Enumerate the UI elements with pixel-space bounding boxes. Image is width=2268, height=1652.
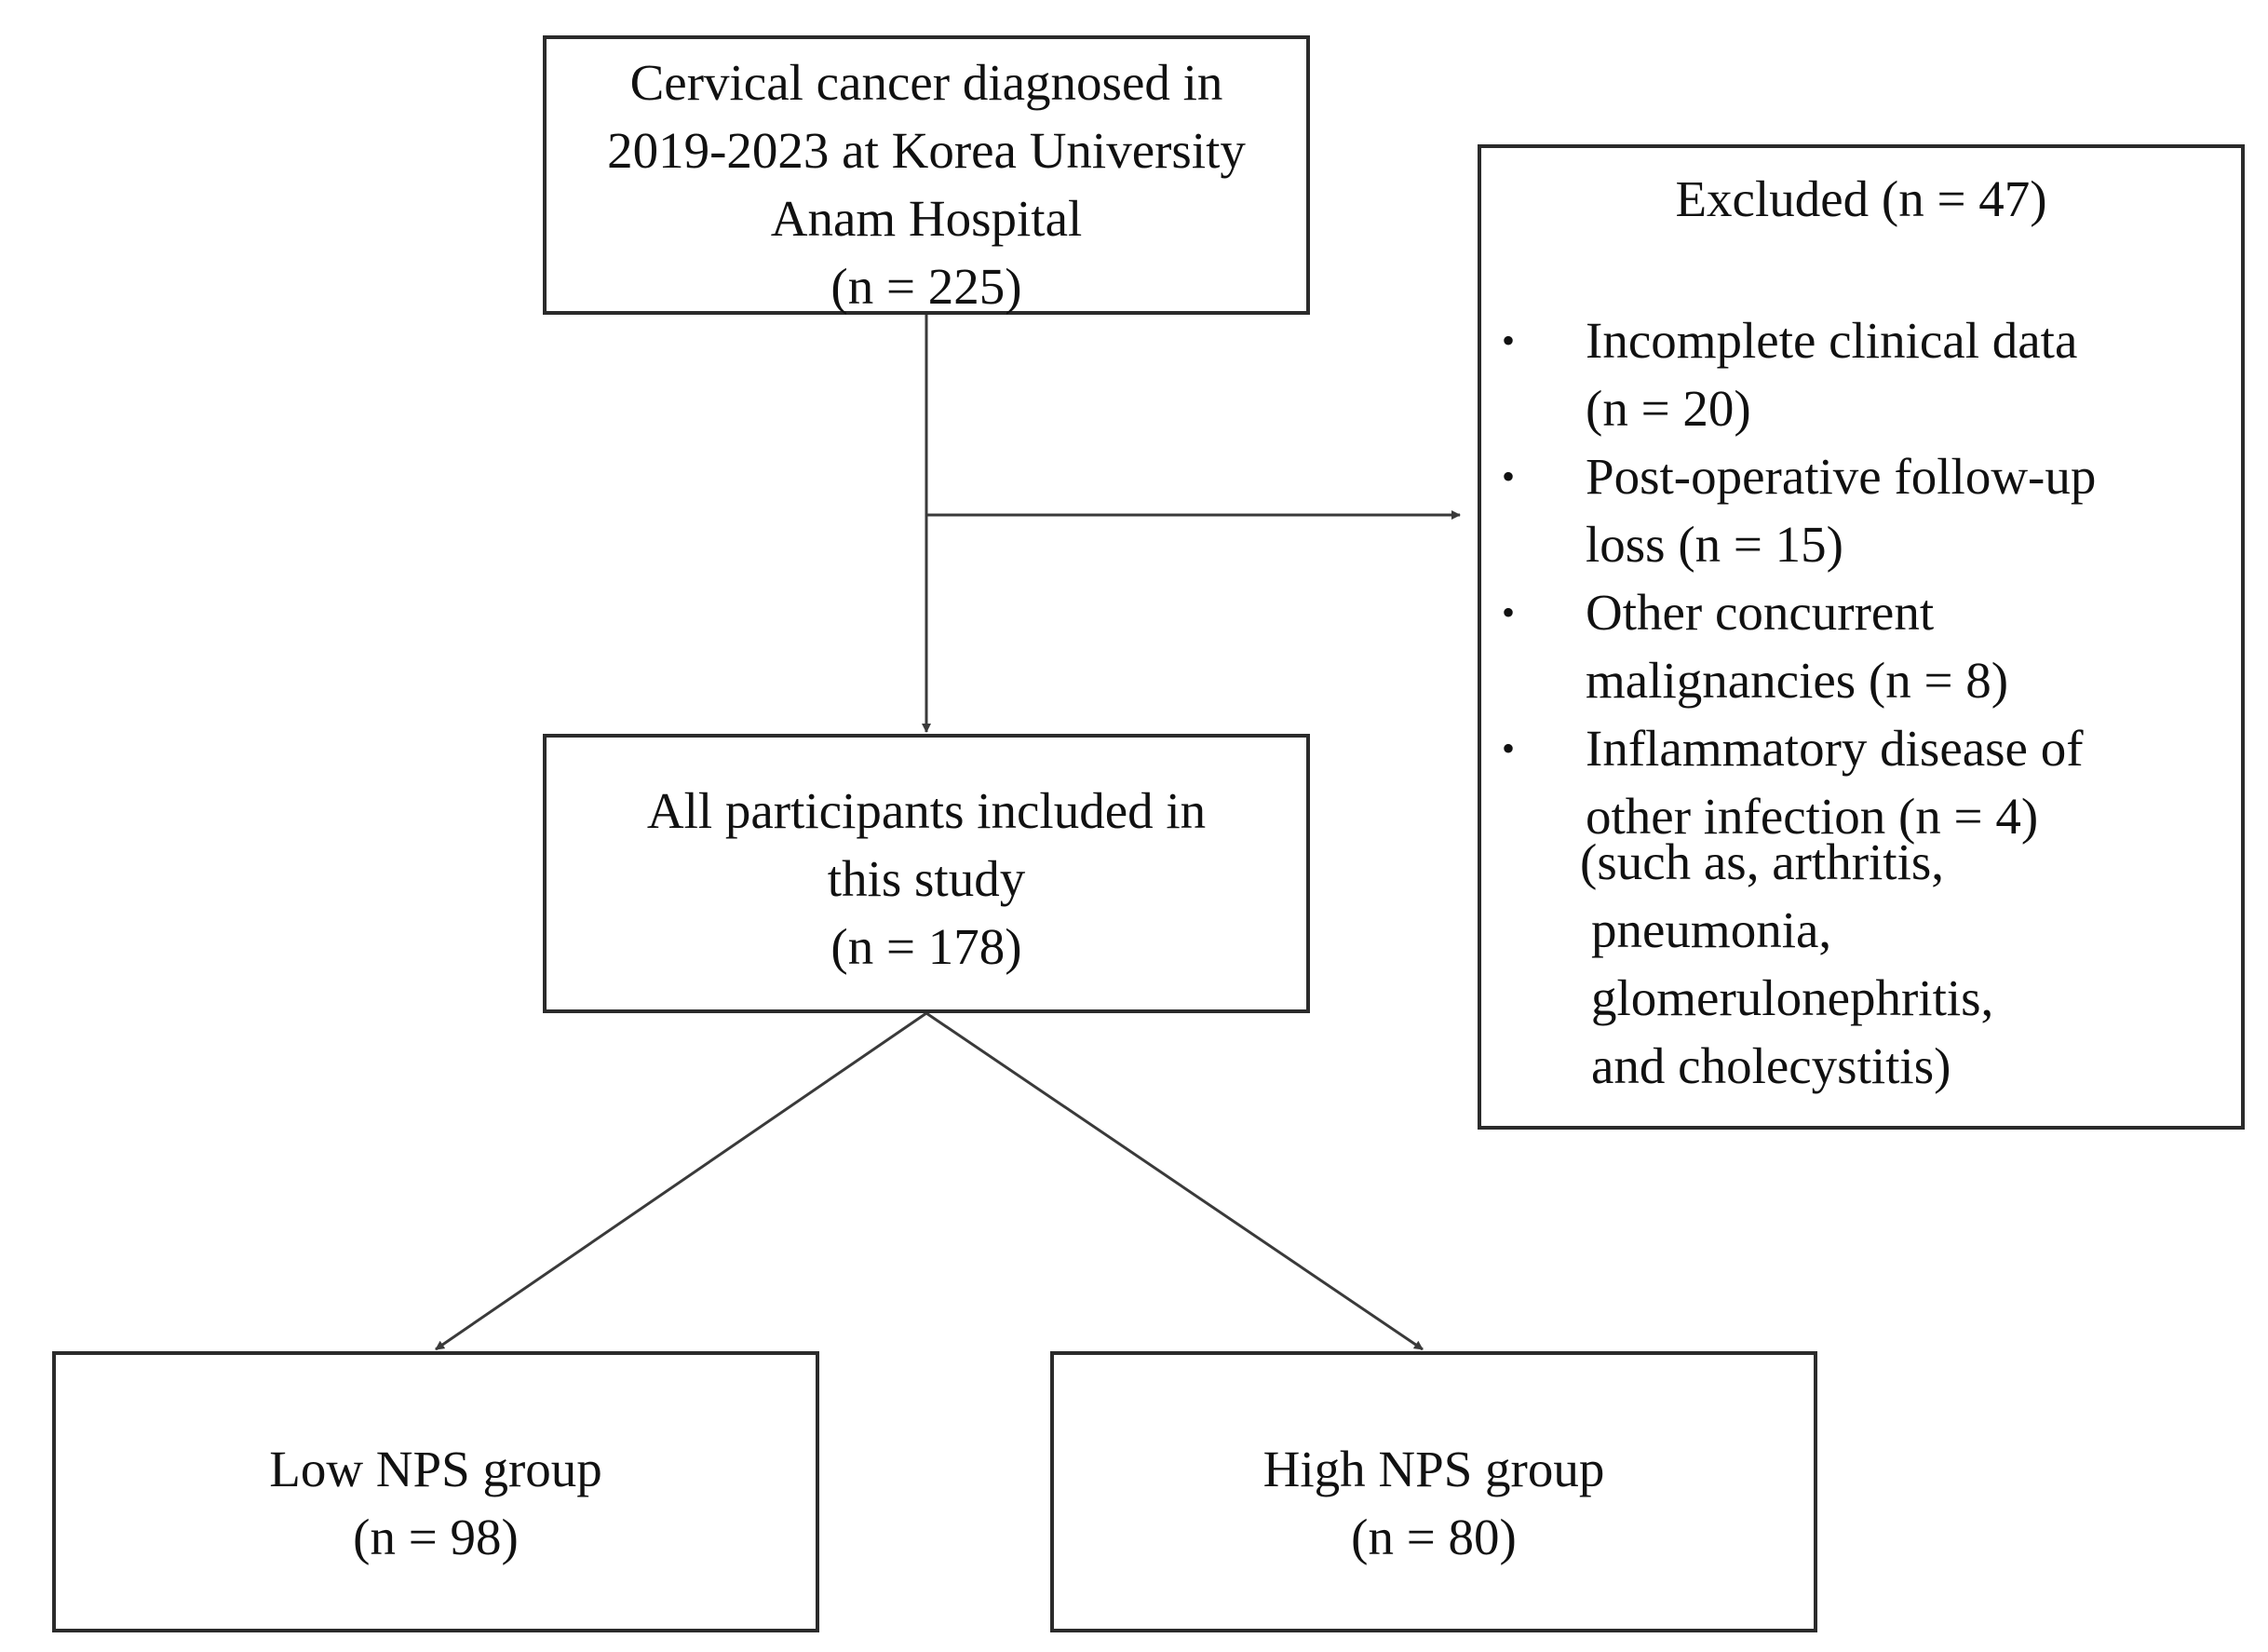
excluded-item-count: loss (n = 15)	[1586, 516, 1843, 573]
excluded-item-text: Inflammatory disease of	[1586, 720, 2084, 777]
note-line: glomerulonephritis,	[1591, 969, 1994, 1026]
excluded-item: • Other concurrent malignancies (n = 8)	[1481, 578, 2241, 714]
source-line: 2019-2023 at Korea University	[607, 122, 1246, 179]
high-group-count: (n = 80)	[1351, 1509, 1517, 1565]
excluded-item-count: (n = 20)	[1586, 380, 1751, 437]
bullet-icon: •	[1502, 319, 1516, 361]
excluded-item: • Inflammatory disease of other infectio…	[1481, 714, 2241, 850]
note-line: pneumonia,	[1591, 901, 1832, 958]
high-nps-group-box: High NPS group (n = 80)	[1050, 1351, 1817, 1632]
included-count: (n = 178)	[830, 918, 1022, 975]
arrow-to-high-group	[925, 1011, 1424, 1351]
excluded-list: • Incomplete clinical data (n = 20) • Po…	[1481, 306, 2241, 850]
source-line: Anam Hospital	[770, 190, 1083, 247]
low-group-count: (n = 98)	[353, 1509, 519, 1565]
arrow-to-low-group	[435, 1011, 927, 1351]
bullet-icon: •	[1502, 727, 1516, 769]
excluded-item-text: Incomplete clinical data	[1586, 312, 2078, 369]
excluded-item-count: other infection (n = 4)	[1586, 788, 2039, 845]
source-line: Cervical cancer diagnosed in	[629, 54, 1223, 111]
excluded-item-text: Post-operative follow-up	[1586, 448, 2097, 505]
high-group-label: High NPS group	[1262, 1441, 1605, 1497]
low-nps-group-box: Low NPS group (n = 98)	[52, 1351, 819, 1632]
excluded-item: • Incomplete clinical data (n = 20)	[1481, 306, 2241, 442]
low-group-label: Low NPS group	[269, 1441, 602, 1497]
source-count: (n = 225)	[830, 258, 1022, 315]
excluded-box: Excluded (n = 47) • Incomplete clinical …	[1478, 144, 2245, 1130]
note-line: and cholecystitis)	[1591, 1037, 1951, 1094]
excluded-item-count: malignancies (n = 8)	[1586, 652, 2009, 709]
note-line: (such as, arthritis,	[1580, 833, 1945, 890]
excluded-item-text: Other concurrent	[1586, 584, 1935, 641]
included-line: All participants included in	[646, 782, 1207, 839]
bullet-icon: •	[1502, 455, 1516, 497]
excluded-item: • Post-operative follow-up loss (n = 15)	[1481, 442, 2241, 578]
excluded-title: Excluded (n = 47)	[1675, 170, 2047, 227]
included-participants-box: All participants included in this study …	[543, 734, 1310, 1013]
included-line: this study	[827, 850, 1026, 907]
source-population-box: Cervical cancer diagnosed in 2019-2023 a…	[543, 35, 1310, 315]
excluded-note: (such as, arthritis, pneumonia, glomerul…	[1580, 828, 1993, 1100]
bullet-icon: •	[1502, 591, 1516, 633]
